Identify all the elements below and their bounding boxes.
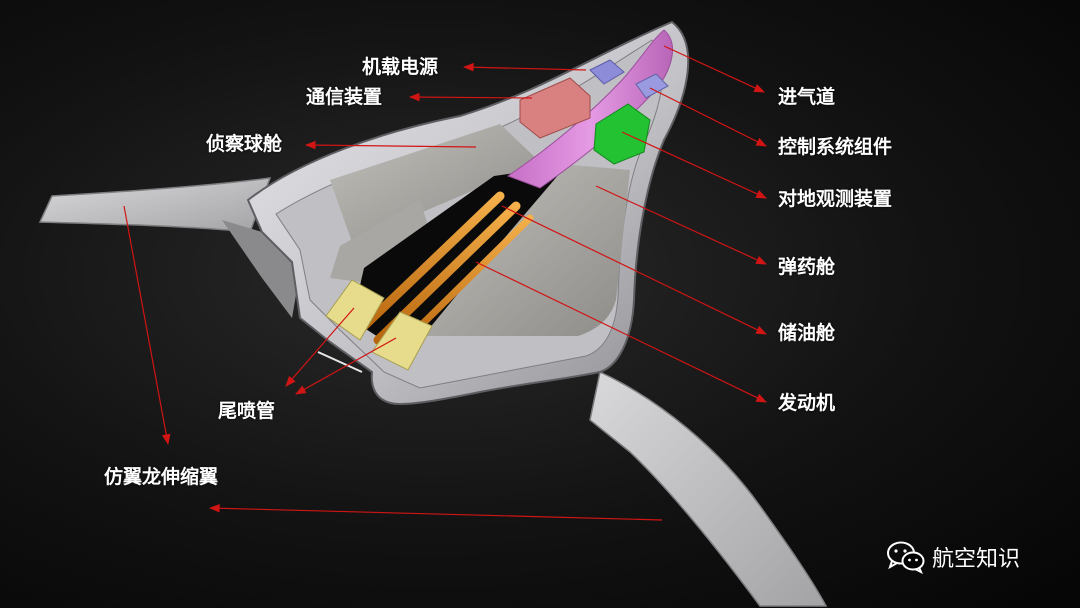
exhaust-nozzle-left — [325, 279, 385, 341]
label-fuel-tank: 储油舱 — [778, 322, 836, 344]
arrow-nozzle-left — [285, 307, 355, 387]
label-exhaust-nozzle: 尾喷管 — [218, 400, 276, 422]
recon-pod-plate — [330, 124, 540, 242]
label-engine: 发动机 — [778, 392, 836, 414]
left-body-plate — [330, 200, 430, 282]
left-morphing-wing — [38, 177, 272, 233]
control-system-block — [635, 73, 669, 99]
exhaust-nozzle-right — [371, 311, 433, 371]
left-wing-root-fairing — [222, 220, 300, 318]
arrow-ground-observation — [621, 131, 767, 199]
arrow-engine — [475, 261, 767, 403]
arrow-comm-device — [408, 92, 533, 102]
arrow-onboard-power — [462, 62, 587, 72]
right-morphing-wing — [589, 370, 828, 607]
label-comm-device: 通信装置 — [306, 86, 383, 108]
watermark: 航空知识 — [886, 540, 1020, 574]
annotation-arrows — [123, 45, 767, 521]
onboard-power-block — [589, 59, 625, 85]
label-control-components: 控制系统组件 — [778, 136, 893, 158]
nozzle-edge — [317, 351, 363, 373]
label-morphing-wing: 仿翼龙伸缩翼 — [104, 466, 219, 488]
label-ground-observation: 对地观测装置 — [778, 188, 893, 210]
arrow-nozzle-right — [295, 337, 397, 395]
label-onboard-power: 机载电源 — [362, 56, 439, 78]
arrow-ammo-bay — [595, 185, 767, 265]
arrow-morphing-wing-left — [123, 205, 171, 446]
arrow-control-components — [649, 87, 767, 147]
wechat-icon — [887, 541, 925, 574]
arrow-recon-pod — [304, 140, 477, 150]
watermark-text: 航空知识 — [932, 547, 1021, 572]
ground-observation-block — [593, 103, 651, 165]
comm-device-block — [519, 77, 591, 139]
arrow-air-intake — [663, 45, 765, 93]
ammo-bay-plate — [420, 164, 630, 336]
label-air-intake: 进气道 — [778, 86, 836, 108]
label-recon-pod: 侦察球舱 — [206, 133, 283, 155]
label-ammo-bay: 弹药舱 — [778, 256, 836, 278]
arrow-fuel-tank — [501, 205, 767, 335]
arrow-morphing-wing-right — [208, 503, 663, 521]
